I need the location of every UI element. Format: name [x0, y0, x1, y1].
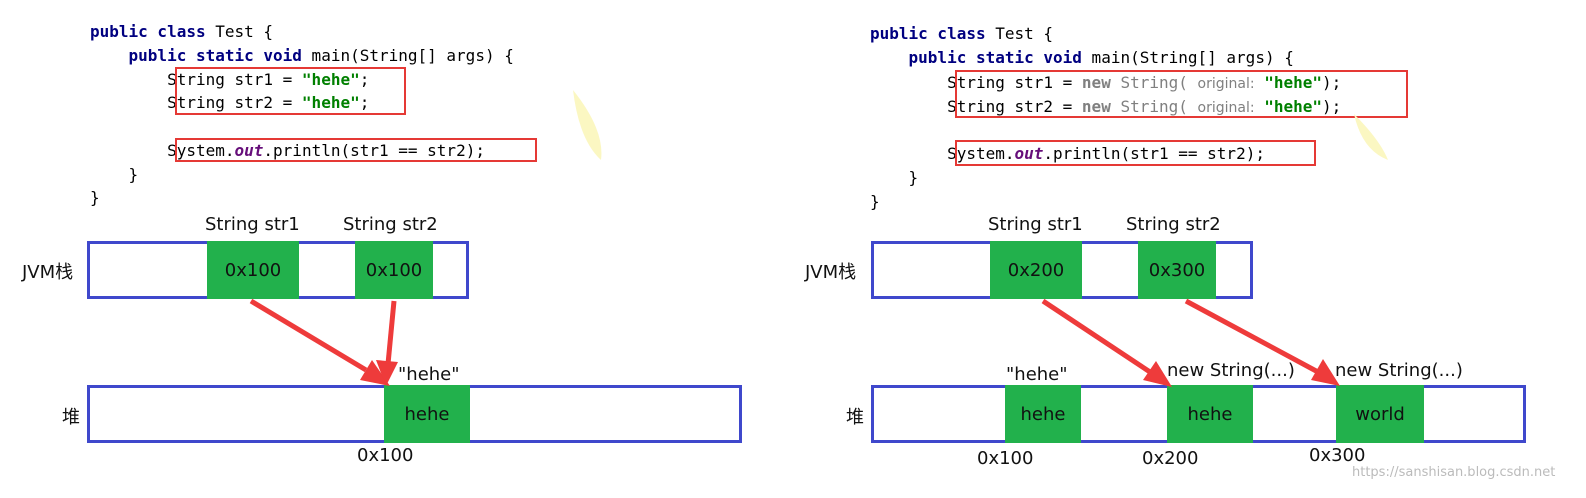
code-text: String( — [1110, 97, 1198, 116]
right-code-line-1: public class Test { — [870, 22, 1053, 45]
left-highlight-println — [175, 138, 537, 162]
code-text: Test { — [205, 22, 274, 41]
code-field: out — [1014, 144, 1044, 163]
code-keyword: new — [1081, 73, 1111, 92]
arrow-left-str1-to-heap — [249, 298, 390, 386]
right-code-line-6: } — [870, 168, 919, 187]
right-heap-obj-hehe-new: hehe — [1167, 385, 1253, 443]
left-stack-slot-str2: 0x100 — [355, 241, 433, 299]
right-heap-addr-0x200: 0x200 — [1142, 448, 1199, 469]
code-keyword: public static void — [128, 46, 302, 65]
right-heap-obj3-caption: new String(...) — [1335, 360, 1463, 381]
arrow-right-str2-to-heap — [1184, 298, 1340, 386]
code-text: System. — [947, 144, 1015, 163]
arrow-right-str1-to-heap — [1041, 298, 1172, 387]
code-text: System. — [167, 141, 235, 160]
left-var1-label: String str1 — [205, 214, 300, 235]
parameter-hint: original: — [1197, 100, 1255, 116]
left-highlight-declarations — [175, 67, 406, 115]
left-code-line-3: String str1 = "hehe"; — [90, 68, 369, 91]
right-heap-addr-0x100: 0x100 — [977, 448, 1034, 469]
code-text: .println(str1 == str2); — [1043, 144, 1265, 163]
code-string-literal: "hehe" — [301, 93, 360, 112]
code-string-literal: "hehe" — [1264, 73, 1323, 92]
right-heap-obj-world-new: world — [1336, 385, 1424, 443]
left-code-block: public class Test { public static void m… — [90, 20, 610, 210]
arrow-left-str2-to-heap — [376, 300, 398, 386]
code-text: String str1 = — [947, 73, 1082, 92]
code-text: ); — [1322, 97, 1342, 116]
left-heap-obj-caption: "hehe" — [398, 364, 460, 385]
right-heap-obj1-caption: "hehe" — [1006, 364, 1068, 385]
left-code-line-1: public class Test { — [90, 20, 273, 43]
code-text: String str2 = — [947, 97, 1082, 116]
right-code-line-5: System.out.println(str1 == str2); — [870, 142, 1265, 165]
left-code-line-7: } — [90, 188, 100, 207]
watermark-text: https://sanshisan.blog.csdn.net — [1352, 465, 1556, 480]
code-text: String( — [1110, 73, 1198, 92]
right-heap-addr-0x300: 0x300 — [1309, 445, 1366, 466]
right-stack-slot-str2: 0x300 — [1138, 241, 1216, 299]
code-keyword: new — [1081, 97, 1111, 116]
code-text: ; — [359, 93, 370, 112]
left-stack-label: JVM栈 — [22, 262, 74, 283]
left-heap-obj-hehe: hehe — [384, 385, 470, 443]
right-heap-obj-hehe-literal: hehe — [1005, 385, 1081, 443]
right-yellow-decoration — [1354, 114, 1388, 160]
right-highlight-println — [955, 140, 1316, 166]
right-stack-slot-str1: 0x200 — [990, 241, 1082, 299]
right-heap-label: 堆 — [846, 407, 864, 428]
right-heap-obj2-caption: new String(...) — [1167, 360, 1295, 381]
code-field: out — [234, 141, 264, 160]
left-stack-slot-str1: 0x100 — [207, 241, 299, 299]
code-string-literal: "hehe" — [301, 70, 360, 89]
right-code-block: public class Test { public static void m… — [870, 22, 1430, 212]
code-keyword: public static void — [908, 48, 1082, 67]
code-string-literal: "hehe" — [1264, 97, 1323, 116]
code-text: ); — [1322, 73, 1342, 92]
right-highlight-declarations — [955, 70, 1408, 118]
right-var2-label: String str2 — [1126, 214, 1221, 235]
right-code-line-3: String str1 = new String( original: "heh… — [870, 71, 1341, 96]
left-heap-addr-0x100: 0x100 — [357, 445, 414, 466]
code-text: String str1 = — [167, 70, 302, 89]
code-keyword: public class — [90, 22, 206, 41]
right-var1-label: String str1 — [988, 214, 1083, 235]
left-heap-label: 堆 — [62, 407, 80, 428]
code-text: main(String[] args) { — [1081, 48, 1294, 67]
right-code-line-2: public static void main(String[] args) { — [870, 46, 1294, 69]
left-code-line-4: String str2 = "hehe"; — [90, 91, 369, 114]
code-text: String str2 = — [167, 93, 302, 112]
left-var2-label: String str2 — [343, 214, 438, 235]
code-text: Test { — [985, 24, 1054, 43]
parameter-hint: original: — [1197, 76, 1255, 92]
right-stack-label: JVM栈 — [805, 262, 857, 283]
left-code-line-6: } — [90, 165, 139, 184]
left-yellow-decoration — [573, 90, 602, 160]
code-text: ; — [359, 70, 370, 89]
code-text: main(String[] args) { — [301, 46, 514, 65]
right-code-line-7: } — [870, 192, 880, 211]
code-text: .println(str1 == str2); — [263, 141, 485, 160]
right-code-line-4: String str2 = new String( original: "heh… — [870, 95, 1341, 120]
left-code-line-2: public static void main(String[] args) { — [90, 44, 514, 67]
left-code-line-5: System.out.println(str1 == str2); — [90, 139, 485, 162]
code-keyword: public class — [870, 24, 986, 43]
